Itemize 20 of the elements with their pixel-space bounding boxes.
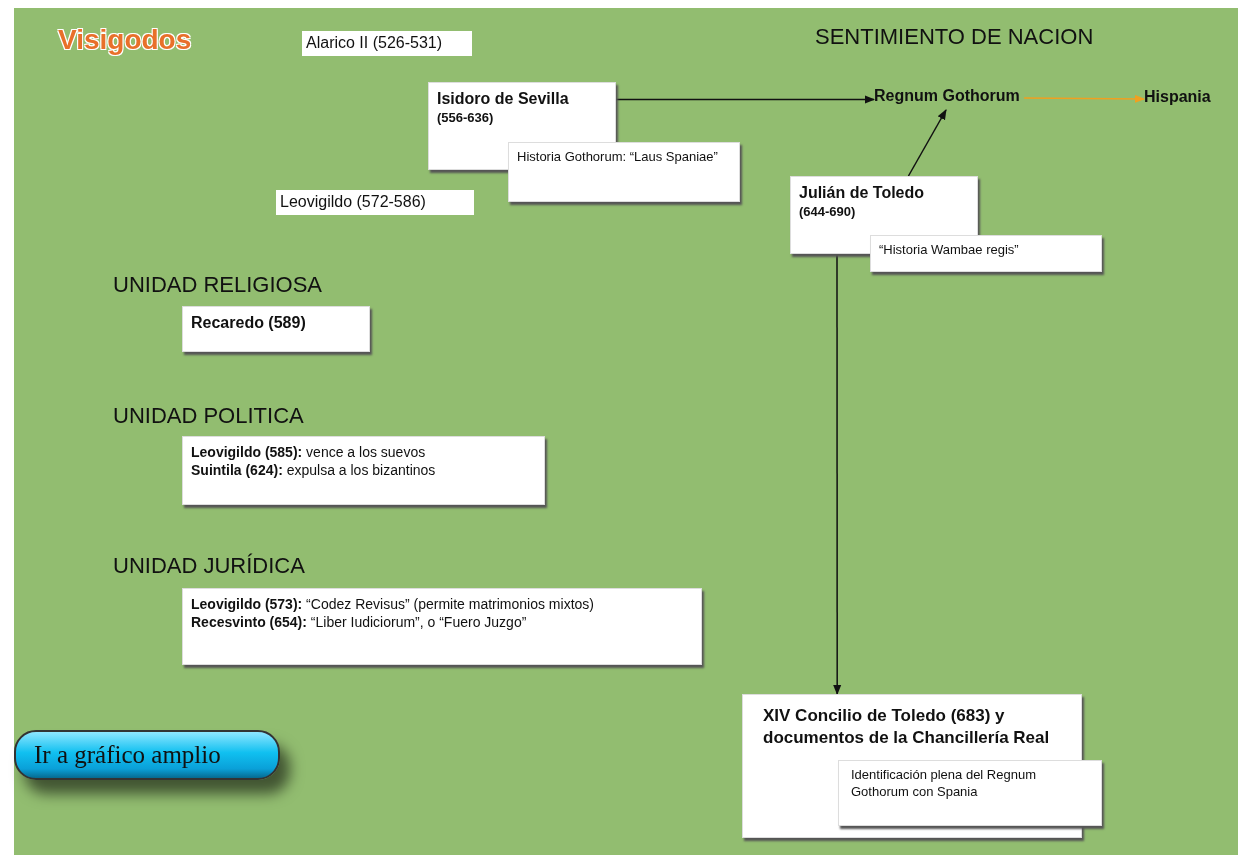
arrow — [907, 109, 947, 177]
arrow — [615, 95, 876, 104]
text-box: Historia Gothorum: “Laus Spaniae” — [508, 142, 740, 202]
section-heading: UNIDAD JURÍDICA — [113, 553, 305, 579]
text-box: Leovigildo (573): “Codez Revisus” (permite matrimonios mixtos) Recesvinto (654): “Liber Iudiciorum”, o “Fuero Juzgo” — [182, 588, 702, 665]
text-box: Leovigildo (585): vence a los suevos Suintila (624): expulsa a los bizantinos — [182, 436, 545, 505]
date-label-box: Leovigildo (572-586) — [276, 190, 474, 215]
link-button: Ir a gráfico amplio — [14, 730, 280, 780]
text-box: Recaredo (589) — [182, 306, 370, 352]
section-heading: SENTIMIENTO DE NACION — [815, 24, 1094, 50]
text-box: Identificación plena del Regnum Gothorum con Spania — [838, 760, 1102, 826]
date-label-box: Alarico II (526-531) — [302, 31, 472, 56]
concept-label: Hispania — [1144, 87, 1234, 111]
title: Visigodos — [58, 24, 192, 56]
arrow — [833, 253, 842, 696]
arrow — [1023, 94, 1146, 104]
section-heading: UNIDAD RELIGIOSA — [113, 272, 323, 298]
concept-label: Regnum Gothorum — [874, 86, 1024, 110]
section-heading: UNIDAD POLITICA — [113, 403, 304, 429]
text-box: “Historia Wambae regis” — [870, 235, 1102, 272]
